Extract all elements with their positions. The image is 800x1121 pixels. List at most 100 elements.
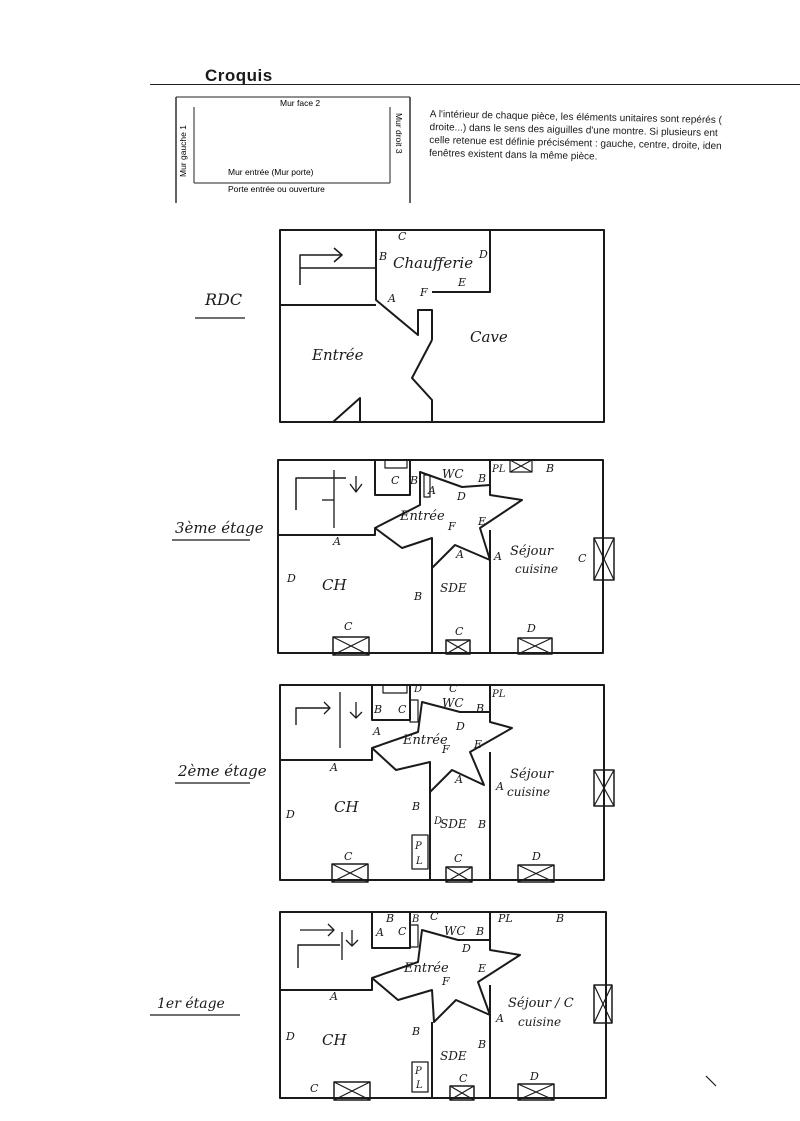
mark-b: B xyxy=(477,472,486,485)
floor-label-etage1: 1er étage xyxy=(157,996,225,1012)
mark-f: F xyxy=(441,975,450,988)
mark-a: A xyxy=(387,292,396,305)
window-icon xyxy=(332,636,370,656)
mark-a: A xyxy=(427,484,436,497)
cabinet-icon xyxy=(411,1061,429,1093)
mark-c: C xyxy=(449,682,458,695)
plan-rdc-door xyxy=(332,397,361,423)
arrow-icon xyxy=(333,247,343,263)
room-label-sde: SDE xyxy=(440,1049,467,1063)
floor-label-etage3: 3ème étage xyxy=(175,519,264,537)
room-label-entree: Entrée xyxy=(311,346,364,364)
plan-etage2-outline xyxy=(279,684,605,881)
legend-wall-left: Mur gauche 1 xyxy=(178,125,188,177)
room-label-sejour: Séjour xyxy=(510,544,554,559)
mark-b: B xyxy=(475,702,484,715)
plan-etage3-stairs xyxy=(295,477,346,510)
mark-b: B xyxy=(475,925,484,938)
plan-etage2-entree xyxy=(371,701,513,793)
page-title: Croquis xyxy=(205,66,273,85)
plan-etage3-wall xyxy=(278,528,376,536)
room-label-sejour: Séjour / C xyxy=(508,996,574,1011)
plan-rdc xyxy=(195,229,605,423)
mark-b: B xyxy=(477,818,486,831)
mark-a: A xyxy=(329,761,338,774)
mark-d: D xyxy=(413,684,422,695)
room-label-sde: SDE xyxy=(440,817,467,831)
window-icon xyxy=(333,1081,371,1101)
mark-c: C xyxy=(344,850,353,863)
title-rule xyxy=(150,84,800,85)
mark-b: B xyxy=(373,703,382,716)
plan-rdc-wall xyxy=(375,230,433,340)
mark-d: D xyxy=(456,490,466,503)
mark-e: E xyxy=(477,962,486,975)
mark-a: A xyxy=(454,773,463,786)
floor-label-etage2: 2ème étage xyxy=(177,762,267,780)
room-label-wc: WC xyxy=(442,696,464,710)
mark-p: P xyxy=(414,841,422,852)
plan-etage1-outline xyxy=(279,911,607,1099)
window-icon xyxy=(593,984,613,1024)
mark-c: C xyxy=(398,925,407,938)
mark-e: E xyxy=(477,515,486,528)
wall-legend-diagram: Mur face 2 Mur gauche 1 Mur droit 3 Mur … xyxy=(175,96,411,203)
room-label-entree: Entrée xyxy=(402,733,448,748)
arrow-icon xyxy=(327,923,335,937)
room-label-cuisine: cuisine xyxy=(518,1015,561,1029)
plan-etage1 xyxy=(150,911,717,1101)
pen-mark xyxy=(705,1075,717,1087)
mark-b: B xyxy=(409,474,418,487)
cabinet-icon xyxy=(411,834,429,870)
room-label-ch: CH xyxy=(322,1031,347,1049)
mark-d: D xyxy=(455,720,465,733)
legend-wall-face: Mur face 2 xyxy=(280,98,320,108)
mark-c: C xyxy=(459,1072,468,1085)
mark-pl: PL xyxy=(497,912,513,925)
mark-l: L xyxy=(415,1080,423,1091)
mark-b: B xyxy=(545,462,554,475)
mark-c: C xyxy=(578,552,587,565)
window-icon xyxy=(332,636,370,656)
window-icon xyxy=(445,866,473,883)
plan-etage3 xyxy=(172,459,615,656)
window-icon xyxy=(449,1085,475,1101)
mark-c: C xyxy=(398,703,407,716)
arrow-icon xyxy=(323,701,331,715)
window-icon xyxy=(593,537,615,581)
mark-pl: PL xyxy=(491,464,506,475)
plan-rdc-wall xyxy=(432,230,491,293)
mark-b: B xyxy=(411,914,419,925)
legend-wall-right: Mur droit 3 xyxy=(394,113,404,154)
mark-d: D xyxy=(526,622,536,635)
window-icon xyxy=(382,684,408,694)
mark-f: F xyxy=(447,520,456,533)
mark-d: D xyxy=(461,942,471,955)
mark-d: D xyxy=(478,248,488,261)
room-label-wc: WC xyxy=(444,924,466,938)
room-label-sde: SDE xyxy=(440,581,467,595)
mark-a: A xyxy=(495,1012,504,1025)
room-label-ch: CH xyxy=(322,576,347,594)
mark-a: A xyxy=(493,550,502,563)
window-icon xyxy=(449,1085,475,1101)
window-icon xyxy=(517,864,555,883)
mark-e: E xyxy=(473,738,482,751)
plan-rdc-stairs xyxy=(299,254,342,285)
mark-c: C xyxy=(310,1082,319,1095)
legend-entry-door: Porte entrée ou ouverture xyxy=(228,184,325,194)
mark-b: B xyxy=(411,1025,420,1038)
mark-pl: PL xyxy=(491,689,506,700)
room-label-entree: Entrée xyxy=(399,509,445,524)
mark-c: C xyxy=(398,230,407,243)
window-icon xyxy=(384,459,408,469)
room-label-ch: CH xyxy=(334,798,359,816)
room-label-wc: WC xyxy=(442,467,464,481)
window-icon xyxy=(445,639,471,655)
window-icon xyxy=(517,1083,555,1101)
plan-rdc-wall xyxy=(411,339,433,422)
room-label-cuisine: cuisine xyxy=(507,785,550,799)
window-icon xyxy=(593,984,613,1024)
window-icon xyxy=(445,866,473,883)
